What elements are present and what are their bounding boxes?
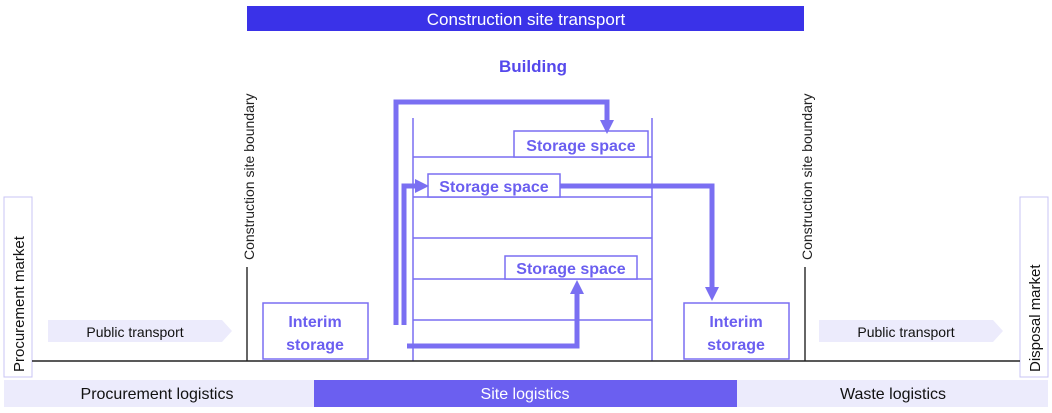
interim-storage-right-line1: Interim [709,314,762,331]
interim-storage-left-line1: Interim [288,314,341,331]
interim-storage-left-line2: storage [286,337,344,354]
storage-space-top-label: Storage space [526,138,635,155]
waste-logistics-label: Waste logistics [840,386,946,403]
storage-space-bottom [504,255,638,280]
site-logistics-band [314,380,737,407]
site-logistics-label: Site logistics [481,386,570,403]
procurement-market-box [3,196,33,378]
header-title: Construction site transport [427,10,626,29]
interim-storage-right-line2: storage [707,337,765,354]
right-transport-arrow [819,320,1003,342]
procurement-logistics-label: Procurement logistics [81,386,234,403]
storage-space-bottom-label: Storage space [516,261,625,278]
right-boundary-label: Construction site boundary [799,93,815,260]
flow-arrow-to-bottom-storage [407,280,584,349]
building-title: Building [499,57,567,76]
storage-space-middle-label: Storage space [439,179,548,196]
flow-arrow-to-top-storage [393,99,614,325]
waste-logistics-band [737,380,1048,407]
header-bar [247,6,804,31]
flow-arrow-to-right-interim [560,183,719,301]
left-transport-arrow [48,320,232,342]
right-transport-label: Public transport [857,324,954,340]
left-boundary-label: Construction site boundary [241,93,257,260]
interim-storage-right [683,302,790,360]
disposal-market-box [1019,196,1049,378]
procurement-logistics-band [4,380,314,407]
left-transport-label: Public transport [86,324,183,340]
flow-arrow-to-middle-storage [401,179,429,325]
storage-space-top [513,130,649,158]
disposal-market-label: Disposal market [1027,264,1044,372]
procurement-market-label: Procurement market [11,235,28,372]
interim-storage-left [262,302,369,360]
